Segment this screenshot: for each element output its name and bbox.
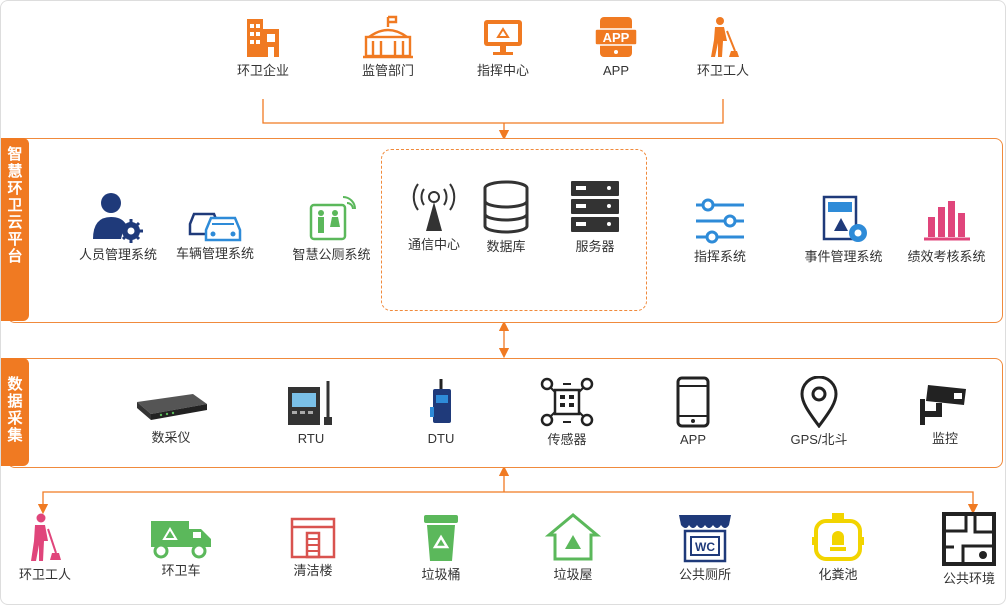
sweeper-worker-icon <box>711 17 739 57</box>
location-pin-icon <box>800 376 838 428</box>
transfer-station-icon <box>290 517 336 559</box>
data-logger-icon <box>137 394 207 420</box>
system-event-management: 事件管理系统 <box>796 195 891 265</box>
device-sensor: 传感器 <box>527 376 607 448</box>
object-public-environment: 公共环境 <box>929 511 1005 587</box>
sweeper-worker-icon <box>31 513 61 561</box>
user-gear-icon <box>93 193 143 243</box>
device-dtu: DTU <box>405 377 477 447</box>
smartphone-icon <box>676 376 710 428</box>
toilet-wifi-icon <box>309 196 356 241</box>
user-regulatory-department: 监管部门 <box>348 15 428 79</box>
service-database: 数据库 <box>471 179 541 255</box>
user-sanitation-company: 环卫企业 <box>223 15 303 79</box>
service-server: 服务器 <box>560 179 630 255</box>
device-app: APP <box>657 376 729 448</box>
user-app: APP APP <box>576 15 656 79</box>
object-public-toilet: WC 公共厕所 <box>665 511 745 583</box>
sliders-icon <box>696 198 744 244</box>
floor-plan-map-icon <box>942 512 996 566</box>
device-data-collector: 数采仪 <box>129 384 213 446</box>
object-sanitation-worker: 环卫工人 <box>7 511 83 583</box>
office-building-icon <box>247 19 279 57</box>
septic-tank-icon <box>812 513 864 561</box>
dtu-modem-icon <box>430 379 451 423</box>
document-warning-gear-icon <box>822 195 867 242</box>
wc-kiosk-icon: WC <box>679 515 731 563</box>
database-icon <box>483 180 529 234</box>
core-services-box <box>381 149 647 311</box>
system-vehicle: 车辆管理系统 <box>170 198 260 262</box>
svg-text:APP: APP <box>603 30 630 45</box>
server-rack-icon <box>571 181 619 232</box>
user-command-center: 指挥中心 <box>463 15 543 79</box>
system-command: 指挥系统 <box>675 197 765 265</box>
object-septic-tank: 化粪池 <box>798 511 878 583</box>
object-trash-bin: 垃圾桶 <box>401 511 481 583</box>
object-sanitation-truck: 环卫车 <box>141 517 221 579</box>
recycle-bin-icon <box>424 515 458 561</box>
rtu-device-icon <box>288 381 332 425</box>
object-garbage-house: 垃圾屋 <box>533 511 613 583</box>
user-sanitation-worker: 环卫工人 <box>683 15 763 79</box>
cctv-camera-icon <box>920 385 966 425</box>
government-building-icon <box>363 15 413 59</box>
antenna-tower-icon <box>412 183 456 231</box>
svg-text:WC: WC <box>695 540 715 554</box>
monitor-recycle-icon <box>484 20 522 55</box>
system-performance-assessment: 绩效考核系统 <box>899 197 994 265</box>
object-cleaning-building: 清洁楼 <box>273 515 353 579</box>
device-gps-beidou: GPS/北斗 <box>779 376 859 448</box>
app-phone-icon: APP <box>594 17 638 57</box>
device-surveillance: 监控 <box>905 379 985 447</box>
cars-icon <box>188 212 242 242</box>
service-communication-center: 通信中心 <box>399 181 469 253</box>
device-rtu: RTU <box>271 379 351 447</box>
system-personnel: 人员管理系统 <box>73 191 163 263</box>
sensor-chip-icon <box>540 377 594 427</box>
data-collection-tag: 数据采集 <box>1 358 29 466</box>
recycle-house-icon <box>545 513 601 561</box>
cloud-platform-tag: 智慧环卫云平台 <box>1 138 29 321</box>
bar-chart-icon <box>923 201 970 241</box>
system-smart-toilet: 智慧公厕系统 <box>284 195 379 263</box>
garbage-truck-icon <box>151 521 211 559</box>
